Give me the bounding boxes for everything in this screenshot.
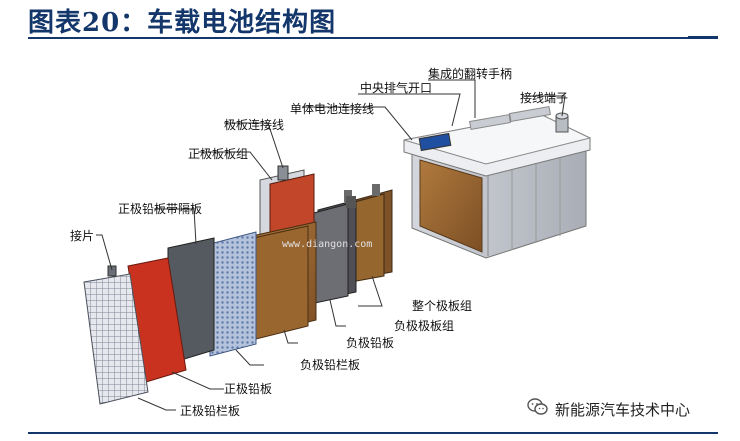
label-positive-lead-grid: 正极铅栏板: [180, 403, 240, 418]
negative-lead-plate: [243, 221, 317, 343]
label-cell-connector: 单体电池连接线: [290, 101, 374, 116]
label-negative-plate-group: 负极极板组: [394, 319, 454, 333]
battery-lid: [403, 106, 592, 177]
wechat-icon: [527, 398, 549, 420]
source-credit: 新能源汽车技术中心: [524, 398, 694, 420]
label-central-vent: 中央排气开口: [360, 80, 432, 95]
title-accent-bar: [688, 36, 718, 39]
bottom-rule: [28, 432, 718, 434]
title-rule: [28, 37, 718, 39]
label-whole-plate-group: 整个极板组: [412, 298, 472, 313]
label-tab: 接片: [70, 228, 94, 243]
credit-text: 新能源汽车技术中心: [555, 400, 691, 419]
label-plate-connector: 极板连接线: [224, 117, 284, 132]
label-positive-plate-separator: 正极铅板带隔板: [118, 202, 202, 216]
figure-title: 图表20：车载电池结构图: [28, 8, 337, 38]
watermark: www.diangon.com: [282, 239, 372, 250]
negative-lead-grid: [209, 231, 257, 357]
negative-plate-group: [309, 196, 357, 305]
label-integrated-handle: 集成的翻转手柄: [428, 66, 512, 81]
label-negative-lead-plate: 负极铅板: [346, 336, 394, 350]
tab-piece: [107, 265, 117, 277]
positive-lead-grid: [83, 273, 149, 405]
leader-lines: [96, 79, 566, 411]
label-positive-lead-plate: 正极铅板: [224, 382, 272, 396]
label-negative-lead-grid: 负极铅栏板: [300, 357, 360, 372]
label-terminal: 接线端子: [520, 90, 568, 105]
label-positive-plate-group: 正极板板组: [188, 147, 248, 161]
